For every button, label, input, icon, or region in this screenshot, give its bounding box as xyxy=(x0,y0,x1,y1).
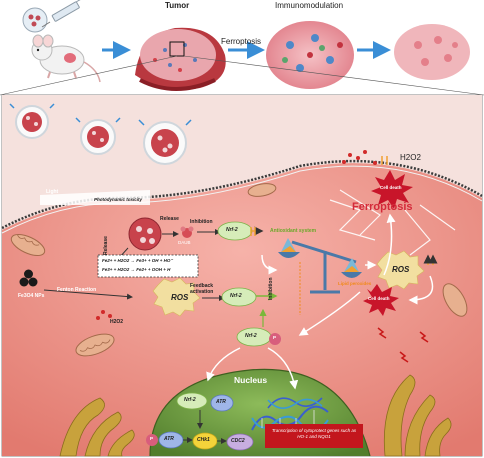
node-atr-bottom: ATR xyxy=(164,436,174,442)
mitochondrion-left xyxy=(10,233,46,257)
label-release-side: Release xyxy=(103,236,109,255)
node-atr-top: ATR xyxy=(216,399,226,405)
iron-drops xyxy=(96,150,377,320)
top-strip xyxy=(0,0,484,96)
orange-arrows-top xyxy=(250,156,388,236)
nrf2-nucleus-node xyxy=(176,392,208,410)
mitochondrion-right xyxy=(442,283,468,317)
mitochondrion-bottom xyxy=(75,333,115,357)
light-beam xyxy=(40,190,150,205)
tumor-tissue xyxy=(135,27,226,91)
transcription-box xyxy=(265,424,363,448)
petri-dish xyxy=(22,7,48,33)
equation-2: Fe3+ + H2O2 → Fe2+ + OOH + H xyxy=(102,267,171,272)
arrow-fenton xyxy=(43,289,133,300)
dna-helix-upper xyxy=(267,397,323,409)
label-release-top: Release xyxy=(160,216,179,222)
label-daub: DAUB xyxy=(178,240,191,245)
node-ros-right: ROS xyxy=(392,265,410,274)
immuno-blob xyxy=(266,21,354,89)
node-chk1: CHk1 xyxy=(197,437,210,443)
atr-top-node xyxy=(210,394,234,412)
label-antioxidant: Antioxidant system xyxy=(270,228,317,234)
equation-1: Fe2+ + H2O2 → Fe3+ + OH + HO⁻ xyxy=(102,258,173,263)
equation-box xyxy=(97,254,199,278)
header-ferroptosis: Ferroptosis xyxy=(221,37,262,46)
label-transcription: Transcription of cytoprotect genes such … xyxy=(271,428,357,439)
label-inhibition: Inhibition xyxy=(190,219,213,225)
burst-top xyxy=(371,170,413,209)
node-burst-mid: Cell death xyxy=(368,296,390,301)
nrf2-mid-node xyxy=(221,287,257,307)
node-cdc2: CDC2 xyxy=(231,438,245,444)
label-h2o2-right: H2O2 xyxy=(400,153,421,162)
red-sparks xyxy=(377,327,429,363)
mouse-icon xyxy=(31,34,101,83)
balance-scale xyxy=(261,238,362,294)
golgi-right xyxy=(383,374,452,457)
fe3o4-np-icon xyxy=(19,269,38,287)
label-inhibition-vertical: Inhibition xyxy=(268,277,274,301)
label-fe3o4: Fe3O4 NPs xyxy=(18,293,45,299)
node-p-bottom: P xyxy=(150,436,154,441)
node-p-label: P xyxy=(273,335,277,340)
phospho-icon xyxy=(269,333,281,345)
node-nrf2-mid: Nrf-2 xyxy=(230,293,242,299)
p-bottom-icon xyxy=(146,434,158,446)
golgi-left xyxy=(59,397,135,457)
node-nrf2-nucleus: Nrf-2 xyxy=(184,397,196,403)
final-tissue xyxy=(394,24,470,80)
nanoparticles-top xyxy=(9,103,192,165)
mitochondrion-top xyxy=(247,183,277,197)
ros-left xyxy=(152,277,201,317)
label-feedback: Feedback activation xyxy=(190,283,214,295)
cdc2-node xyxy=(226,433,254,451)
label-lipid: Lipid peroxides xyxy=(338,281,372,286)
label-photodynamic: Photodynamic toxicity xyxy=(94,197,143,202)
header-tumor: Tumor xyxy=(165,1,190,10)
node-ros-left: ROS xyxy=(171,293,189,302)
label-fenton: Fenton Reaction xyxy=(57,287,97,293)
label-nucleus: Nucleus xyxy=(234,375,268,385)
label-light: Light xyxy=(46,189,59,195)
label-ferroptosis: Ferroptosis xyxy=(352,201,413,213)
burst-mid xyxy=(363,284,399,316)
node-nrf2-p: Nrf-2 xyxy=(245,333,257,339)
ferroptosis-rays xyxy=(329,189,456,256)
syringe-icon xyxy=(41,0,81,28)
label-h2o2-left: H2O2 xyxy=(110,319,124,325)
node-burst-top: Cell death xyxy=(380,185,402,190)
header-immunomodulation: Immunomodulation xyxy=(275,1,344,10)
node-nrf2-top: Nrf-2 xyxy=(226,227,238,233)
